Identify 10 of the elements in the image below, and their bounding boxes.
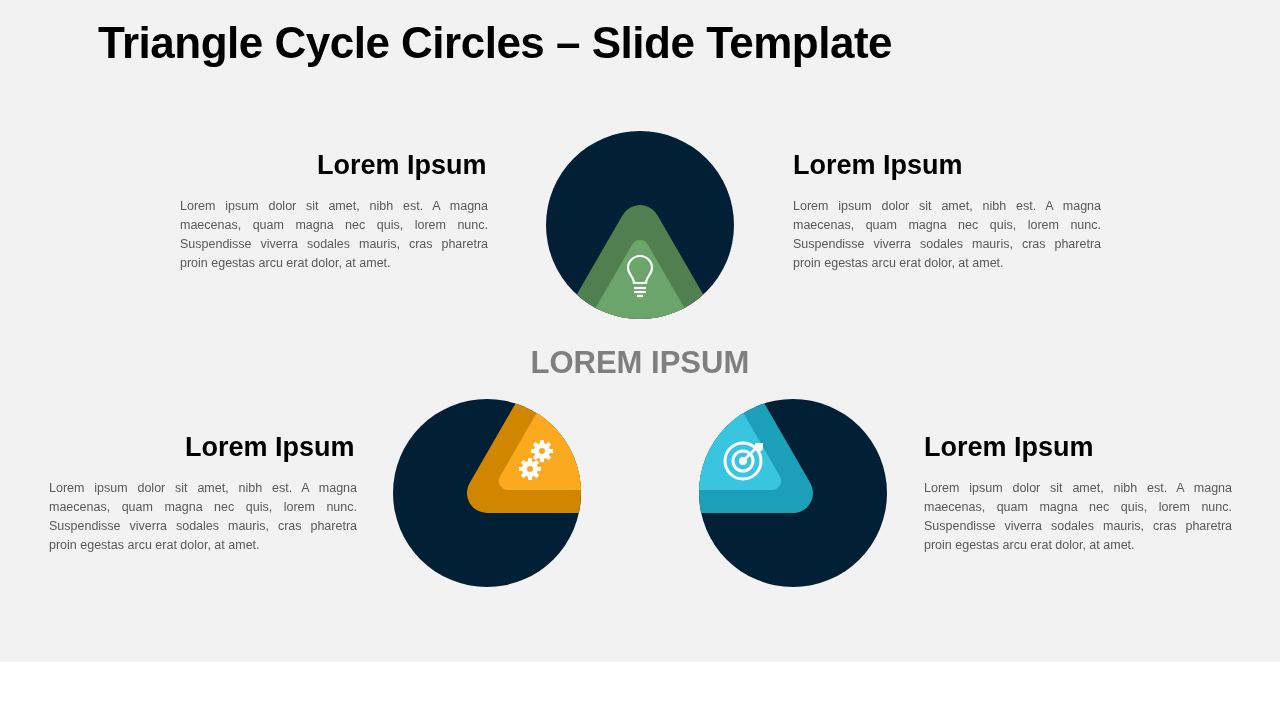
section-heading: Lorem Ipsum: [793, 150, 963, 181]
section-heading: Lorem Ipsum: [185, 432, 355, 463]
center-heading: LOREM IPSUM: [530, 345, 750, 381]
body-text: Lorem ipsum dolor sit amet, nibh est. A magna maecenas, quam magna nec quis, lorem nunc. Suspendisse viverra sodales mauris, cras pharetra proin egestas arcu erat dolor, at amet.: [924, 480, 1232, 554]
slide-title: Triangle Cycle Circles – Slide Template: [98, 18, 893, 68]
section-heading: Lorem Ipsum: [317, 150, 487, 181]
body-text: Lorem ipsum dolor sit amet, nibh est. A magna maecenas, quam magna nec quis, lorem nunc. Suspendisse viverra sodales mauris, cras pharetra proin egestas arcu erat dolor, at amet.: [793, 198, 1101, 272]
section-heading: Lorem Ipsum: [924, 432, 1094, 463]
body-text: Lorem ipsum dolor sit amet, nibh est. A magna maecenas, quam magna nec quis, lorem nunc. Suspendisse viverra sodales mauris, cras pharetra proin egestas arcu erat dolor, at amet.: [180, 198, 488, 272]
body-text: Lorem ipsum dolor sit amet, nibh est. A magna maecenas, quam magna nec quis, lorem nunc. Suspendisse viverra sodales mauris, cras pharetra proin egestas arcu erat dolor, at amet.: [49, 480, 357, 554]
